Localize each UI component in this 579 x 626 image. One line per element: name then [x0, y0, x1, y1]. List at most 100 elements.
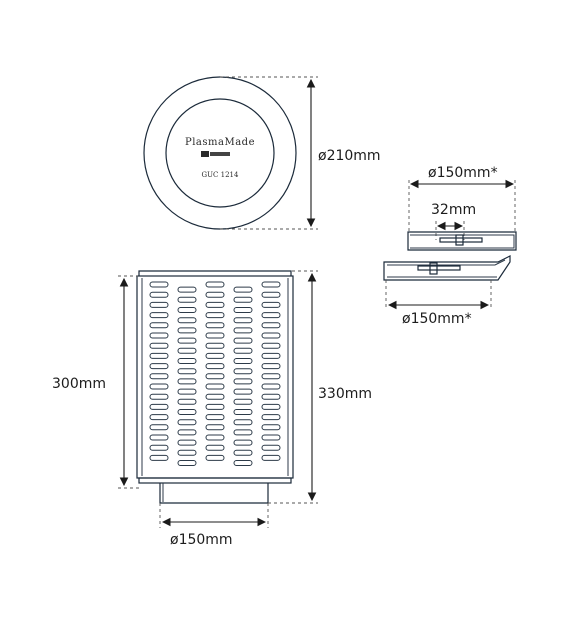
perforation-slot — [149, 352, 169, 359]
perforation-slot — [177, 368, 197, 375]
perforation-slot — [177, 327, 197, 334]
body-height-label: 300mm — [52, 376, 106, 392]
perforation-slot — [205, 363, 225, 370]
adapter-upper-plate — [407, 231, 517, 251]
perforation-slot — [233, 296, 253, 303]
perforation-slot — [149, 444, 169, 451]
perforation-slot — [149, 414, 169, 421]
perforation-slot — [205, 414, 225, 421]
perforation-slot — [177, 439, 197, 446]
perforation-slot — [261, 291, 281, 298]
perforation-slot — [149, 403, 169, 410]
perforation-slot — [205, 444, 225, 451]
perforation-slot — [177, 307, 197, 313]
perforation-slot — [261, 301, 281, 308]
perforation-slot — [177, 409, 197, 415]
side-top-diameter-label: ø150mm* — [428, 165, 498, 181]
perforation-slot — [233, 286, 253, 293]
perforation-slot — [177, 449, 197, 456]
perforation-slot — [205, 291, 225, 298]
perforation-slot — [177, 378, 197, 385]
perforation-slot — [177, 347, 197, 354]
perforation-slot — [233, 409, 253, 415]
side-gap-label: 32mm — [431, 202, 476, 218]
side-bottom-diameter-label: ø150mm* — [402, 311, 472, 327]
perforation-slot — [149, 281, 169, 288]
perforation-slot — [149, 332, 169, 339]
perforation-slot — [261, 403, 281, 410]
perforation-slot — [149, 383, 169, 390]
perforation-slot — [149, 322, 169, 329]
perforation-slot — [177, 317, 197, 324]
perforated-body — [136, 275, 294, 479]
perforation-slot — [149, 434, 169, 441]
lower-clamp-bolt — [429, 262, 438, 275]
top-view: PlasmaMade GUC 1214 ø210mm — [143, 76, 381, 230]
perforation-slot — [233, 449, 253, 456]
logo-model: GUC 1214 — [202, 171, 239, 179]
perforation-slot — [233, 347, 253, 354]
perforation-slot — [205, 403, 225, 410]
perforation-slot — [149, 424, 169, 431]
perforation-slot — [205, 383, 225, 390]
perforation-slot — [149, 363, 169, 370]
front-view: 300mm 330mm ø150mm — [52, 270, 372, 548]
perforation-slot — [177, 296, 197, 303]
perforation-slot — [177, 358, 197, 364]
perforation-slot — [177, 429, 197, 436]
perforation-slot — [205, 373, 225, 380]
perforation-slot — [233, 317, 253, 324]
upper-clamp-slot — [439, 237, 483, 243]
perforation-slot — [205, 332, 225, 339]
perforation-slot — [205, 281, 225, 288]
perforation-slot — [261, 373, 281, 380]
perforation-slot — [261, 383, 281, 390]
perforation-slot — [205, 393, 225, 400]
logo-mark — [201, 151, 209, 157]
perforation-slot — [149, 301, 169, 308]
perforation-slot — [261, 414, 281, 421]
adapter-detail: ø150mm* 32mm ø150mm* — [383, 165, 517, 327]
perforation-slot — [149, 454, 169, 461]
perforation-slot — [177, 460, 197, 466]
perforation-slot — [149, 312, 169, 319]
inner-plate-circle — [165, 98, 275, 208]
perforation-slot — [261, 332, 281, 339]
perforation-slot — [205, 322, 225, 329]
perforation-slot — [205, 301, 225, 308]
perforation-slot — [261, 352, 281, 359]
top-diameter-label: ø210mm — [318, 148, 381, 164]
perforation-slot — [149, 393, 169, 400]
perforation-slot — [233, 378, 253, 385]
perforation-slot — [177, 398, 197, 405]
base-diameter-label: ø150mm — [170, 532, 233, 548]
perforation-slot — [261, 393, 281, 400]
logo-plate: PlasmaMade GUC 1214 — [185, 137, 255, 179]
perforation-slot — [233, 337, 253, 344]
perforation-slot — [177, 388, 197, 395]
perforation-slot — [261, 424, 281, 431]
perforation-slot — [205, 342, 225, 349]
logo-mark-text — [210, 152, 230, 156]
perforation-slot — [261, 281, 281, 288]
perforation-slot — [149, 373, 169, 380]
perforation-slot — [233, 307, 253, 313]
lower-clamp-slot — [417, 265, 461, 271]
upper-clamp-bolt — [455, 234, 464, 246]
perforation-slot — [261, 454, 281, 461]
perforation-slot — [233, 388, 253, 395]
perforation-slot — [261, 342, 281, 349]
perforation-slot — [177, 337, 197, 344]
body-bottom-ring — [138, 477, 292, 484]
adapter-lower-plate — [383, 255, 511, 281]
perforation-slot — [177, 286, 197, 293]
perforation-slot — [149, 342, 169, 349]
perforation-slot — [261, 434, 281, 441]
logo-brand: PlasmaMade — [185, 137, 255, 148]
perforation-slots — [149, 281, 281, 466]
perforation-slot — [205, 454, 225, 461]
perforation-slot — [233, 429, 253, 436]
perforation-slot — [233, 398, 253, 405]
perforation-slot — [233, 460, 253, 466]
